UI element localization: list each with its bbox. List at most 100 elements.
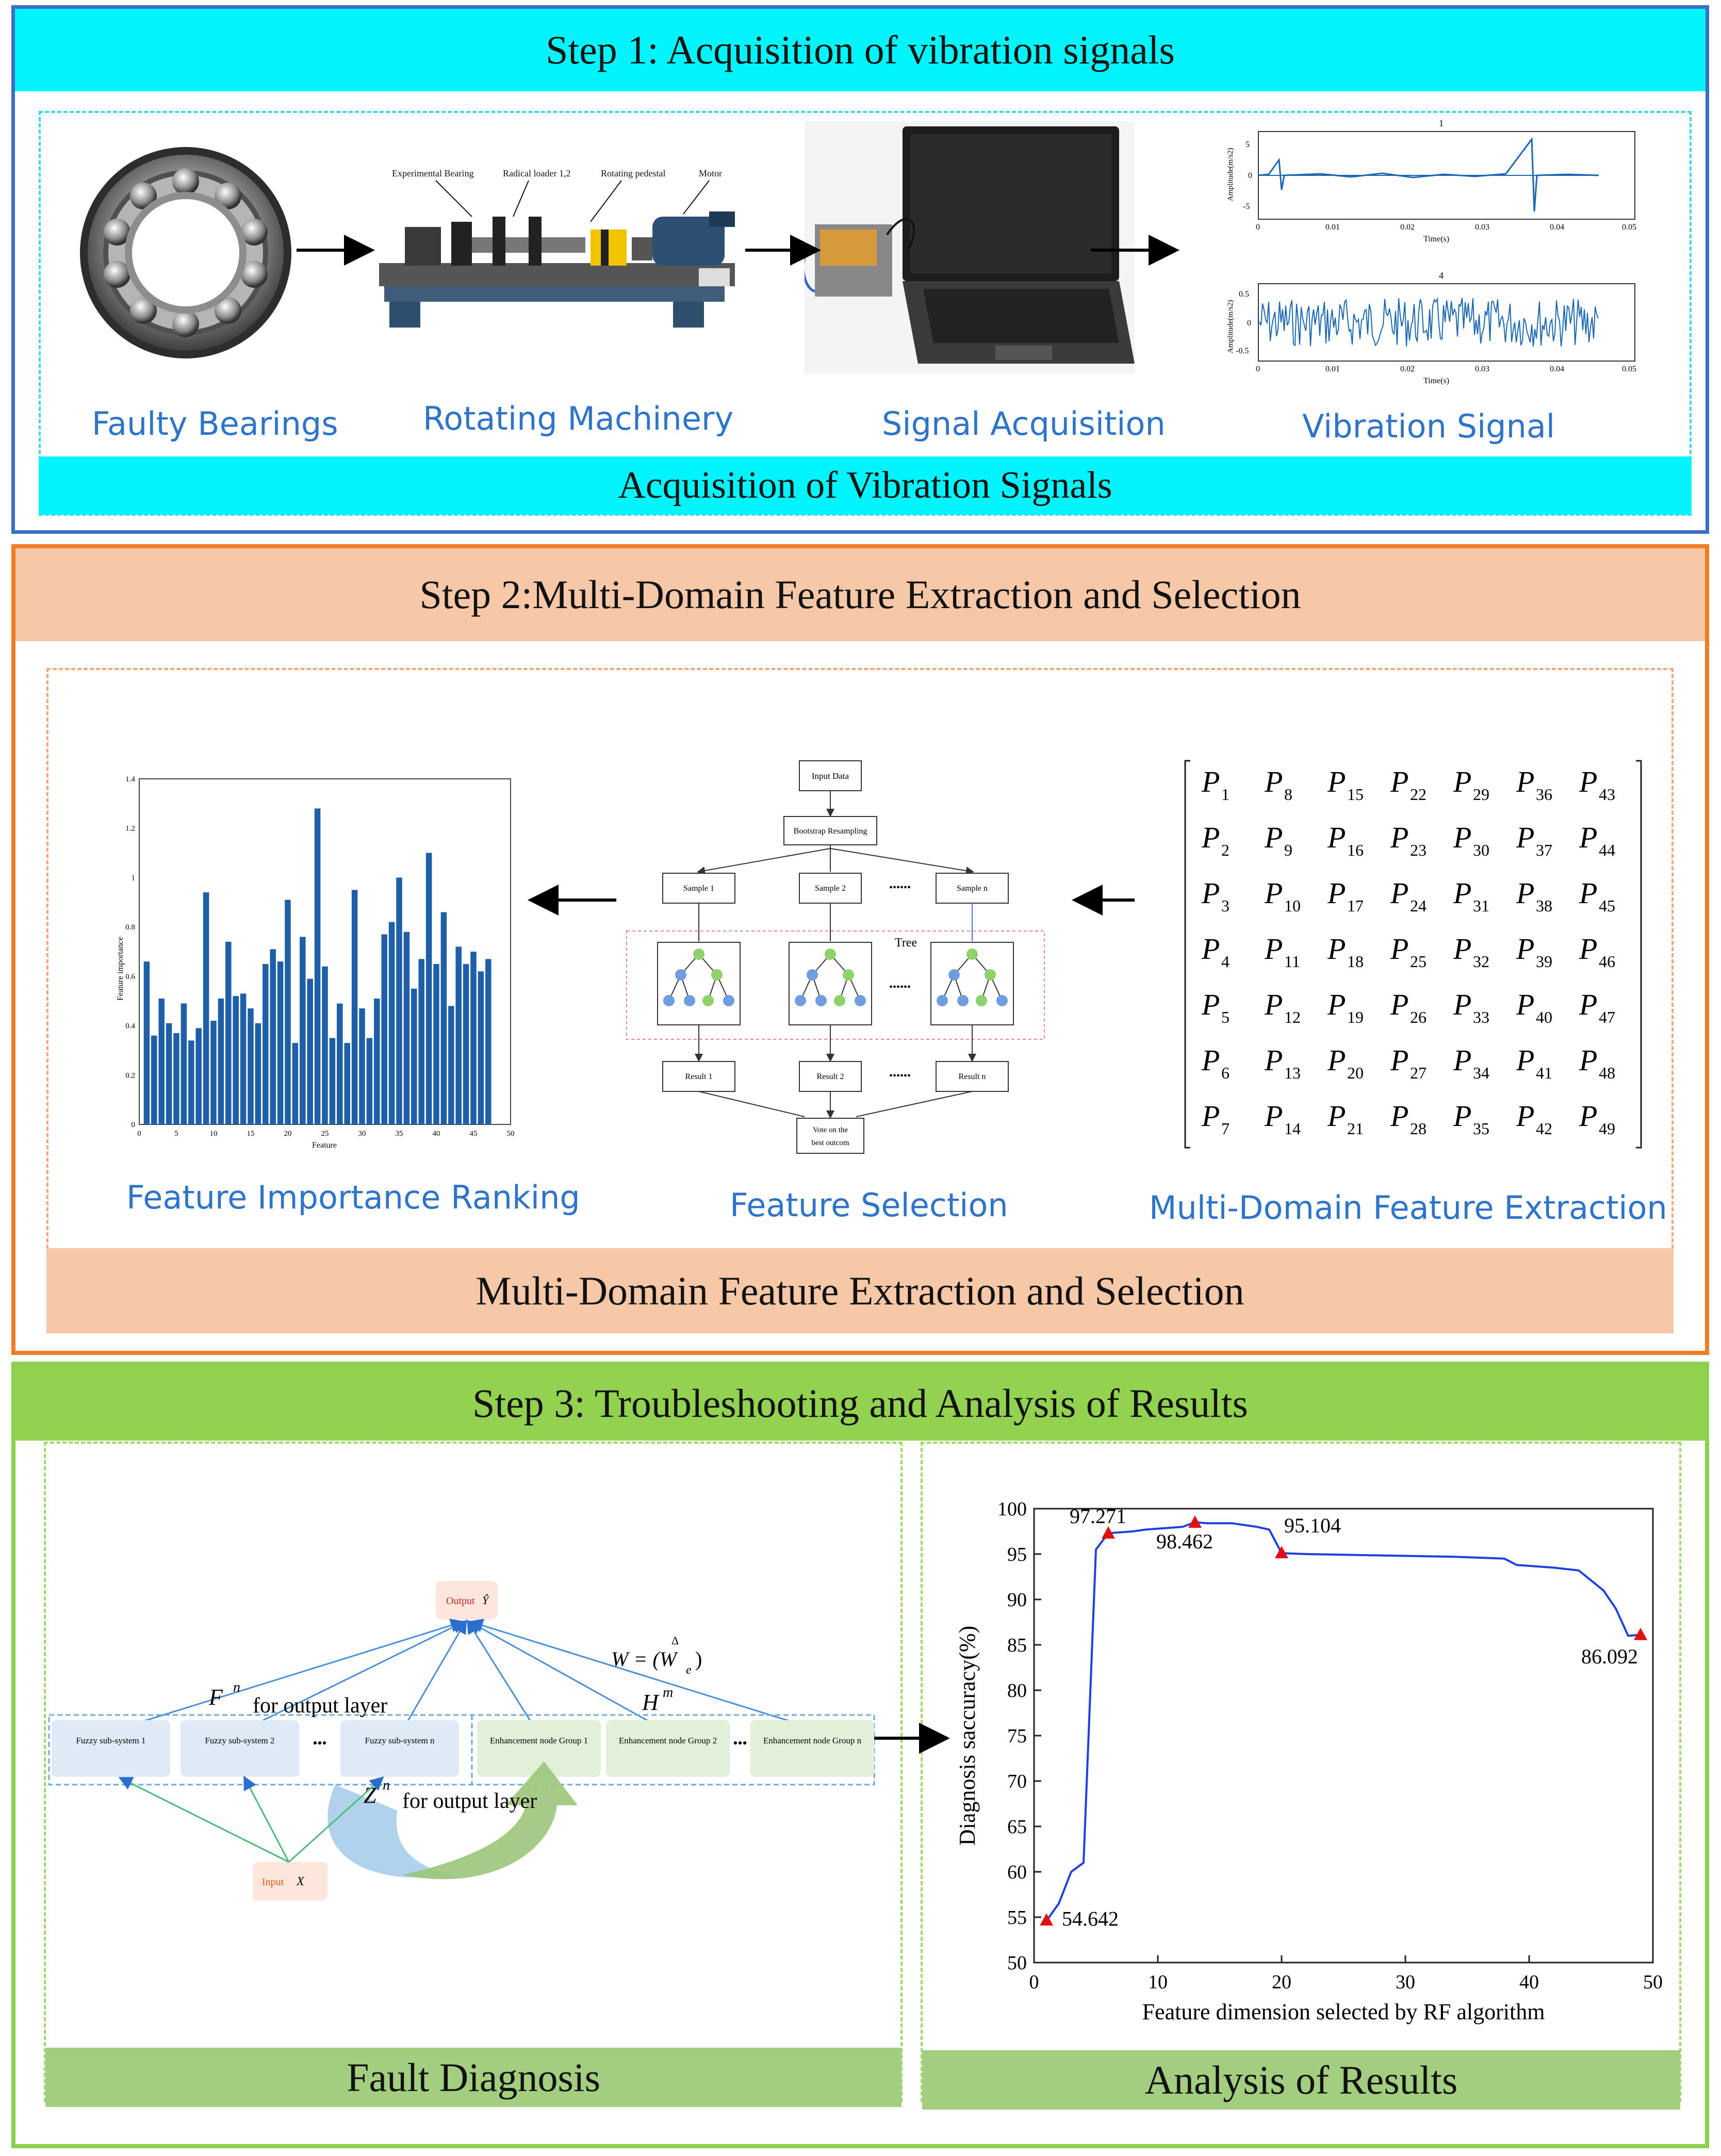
- matrix-subscript: 28: [1410, 1119, 1427, 1138]
- importance-ytick: 1.2: [125, 825, 135, 833]
- matrix-subscript: 43: [1599, 785, 1615, 804]
- curved-arrow-blue: [327, 1785, 459, 1877]
- accuracy-ylabel: Diagnosis saccuracy(%): [955, 1626, 980, 1845]
- importance-xtick: 0: [137, 1130, 141, 1138]
- matrix-subscript: 22: [1410, 785, 1427, 804]
- accuracy-ytick: 95: [1007, 1544, 1027, 1565]
- caption-multi-domain-extraction: Multi-Domain Feature Extraction: [1149, 1189, 1667, 1227]
- accuracy-ytick: 80: [1007, 1680, 1027, 1702]
- importance-xtick: 15: [247, 1130, 255, 1138]
- tree-node: [795, 995, 806, 1006]
- importance-bar: [359, 1008, 365, 1124]
- accuracy-ytick: 90: [1007, 1589, 1027, 1611]
- signal-trace-1: [1258, 137, 1599, 212]
- importance-bar: [158, 998, 165, 1124]
- accuracy-ytick: 55: [1007, 1907, 1027, 1929]
- f-text: for output layer: [253, 1694, 387, 1718]
- flow-result-2: Result 2: [817, 1072, 844, 1081]
- z-sup: n: [383, 1777, 390, 1793]
- h-label: H: [642, 1690, 660, 1715]
- matrix-cell: P: [1264, 988, 1283, 1021]
- step3-title: Step 3: Troubleshooting and Analysis of …: [472, 1381, 1248, 1426]
- flow-sample-2: Sample 2: [815, 884, 846, 893]
- signal-plot-2: 4 0.5 0 -0.5 0 0.01 0.02 0.03 0.04 0.05 …: [1226, 271, 1636, 385]
- step1-title: Step 1: Acquisition of vibration signals: [546, 27, 1175, 72]
- matrix-cell: P: [1201, 821, 1220, 854]
- accuracy-marker: [1102, 1526, 1115, 1539]
- caption-vibration-signal: Vibration Signal: [1302, 407, 1555, 445]
- importance-xtick: 10: [210, 1130, 218, 1138]
- matrix-subscript: 8: [1284, 785, 1292, 804]
- importance-bar: [143, 961, 150, 1124]
- importance-bar: [478, 971, 484, 1124]
- caption-faulty-bearings: Faulty Bearings: [92, 405, 338, 443]
- matrix-cell: P: [1201, 932, 1220, 966]
- matrix-cell: P: [1327, 821, 1346, 854]
- importance-bar: [388, 922, 395, 1124]
- curved-arrow-green: [402, 1761, 578, 1880]
- matrix-cell: P: [1327, 932, 1346, 966]
- accuracy-point-label: 95.104: [1284, 1514, 1341, 1537]
- matrix-cell: P: [1390, 1099, 1408, 1133]
- tree-2: [789, 942, 872, 1025]
- importance-bar: [433, 963, 439, 1124]
- tree-node: [711, 969, 723, 981]
- tree-node: [976, 995, 987, 1006]
- importance-bar: [411, 988, 417, 1124]
- importance-bar: [329, 1038, 336, 1124]
- matrix-cell: P: [1453, 1099, 1471, 1133]
- enhance-1: Enhancement node Group 1: [490, 1736, 588, 1745]
- matrix-subscript: 16: [1347, 841, 1364, 859]
- machine-label-3: Rotating pedestal: [601, 168, 665, 178]
- matrix-subscript: 45: [1599, 896, 1615, 915]
- machine-label-4: Motor: [699, 168, 722, 178]
- matrix-cell: P: [1579, 765, 1597, 798]
- matrix-cell: P: [1264, 1043, 1283, 1077]
- accuracy-point-label: 54.642: [1062, 1907, 1119, 1930]
- matrix-cell: P: [1579, 1043, 1597, 1077]
- accuracy-ytick: 60: [1007, 1861, 1027, 1883]
- caption-feature-selection: Feature Selection: [730, 1186, 1008, 1224]
- matrix-cell: P: [1201, 876, 1220, 910]
- matrix-cell: P: [1264, 932, 1283, 966]
- importance-bar: [418, 959, 424, 1124]
- importance-bar: [292, 1043, 299, 1124]
- accuracy-ytick: 100: [997, 1498, 1027, 1520]
- matrix-cell: P: [1516, 1043, 1534, 1077]
- importance-bar: [322, 966, 328, 1124]
- machine-label-1: Experimental Bearing: [392, 168, 473, 178]
- signal-plot-1-yt2: -5: [1243, 202, 1250, 211]
- flow-input: Input Data: [812, 771, 849, 781]
- matrix-subscript: 13: [1284, 1064, 1301, 1082]
- importance-bar: [225, 941, 232, 1124]
- importance-ytick: 1: [132, 874, 136, 882]
- signal-plot-1-ylabel: Amplitude(m/s2): [1226, 148, 1235, 201]
- step2-title: Step 2:Multi-Domain Feature Extraction a…: [419, 572, 1301, 617]
- matrix-subscript: 25: [1410, 952, 1427, 971]
- matrix-subscript: 42: [1536, 1119, 1552, 1138]
- matrix-cell: P: [1516, 765, 1534, 798]
- tree-node: [957, 995, 969, 1006]
- tree-node: [693, 949, 704, 960]
- machine-label-2: Radical loader 1,2: [503, 168, 570, 178]
- importance-xtick: 30: [358, 1130, 366, 1138]
- importance-bar: [173, 1033, 179, 1124]
- accuracy-ytick: 65: [1007, 1816, 1027, 1838]
- matrix-subscript: 15: [1347, 785, 1364, 804]
- matrix-subscript: 33: [1473, 1008, 1489, 1026]
- matrix-cell: P: [1579, 988, 1597, 1021]
- step3-left-footer-bar: Fault Diagnosis: [45, 2048, 902, 2107]
- matrix-cell: P: [1201, 1043, 1220, 1077]
- matrix-subscript: 21: [1347, 1119, 1364, 1138]
- step3-right-footer-bar: Analysis of Results: [922, 2050, 1680, 2110]
- importance-bar: [455, 946, 462, 1124]
- matrix-subscript: 27: [1410, 1064, 1427, 1082]
- enhance-2: Enhancement node Group 2: [619, 1736, 717, 1745]
- matrix-cell: P: [1327, 1043, 1346, 1077]
- caption-feature-importance: Feature Importance Ranking: [126, 1179, 580, 1216]
- accuracy-xtick: 40: [1519, 1971, 1539, 1993]
- flow-dots-samples: ••••••: [889, 882, 911, 893]
- accuracy-marker: [1275, 1546, 1288, 1559]
- importance-bar: [263, 963, 269, 1124]
